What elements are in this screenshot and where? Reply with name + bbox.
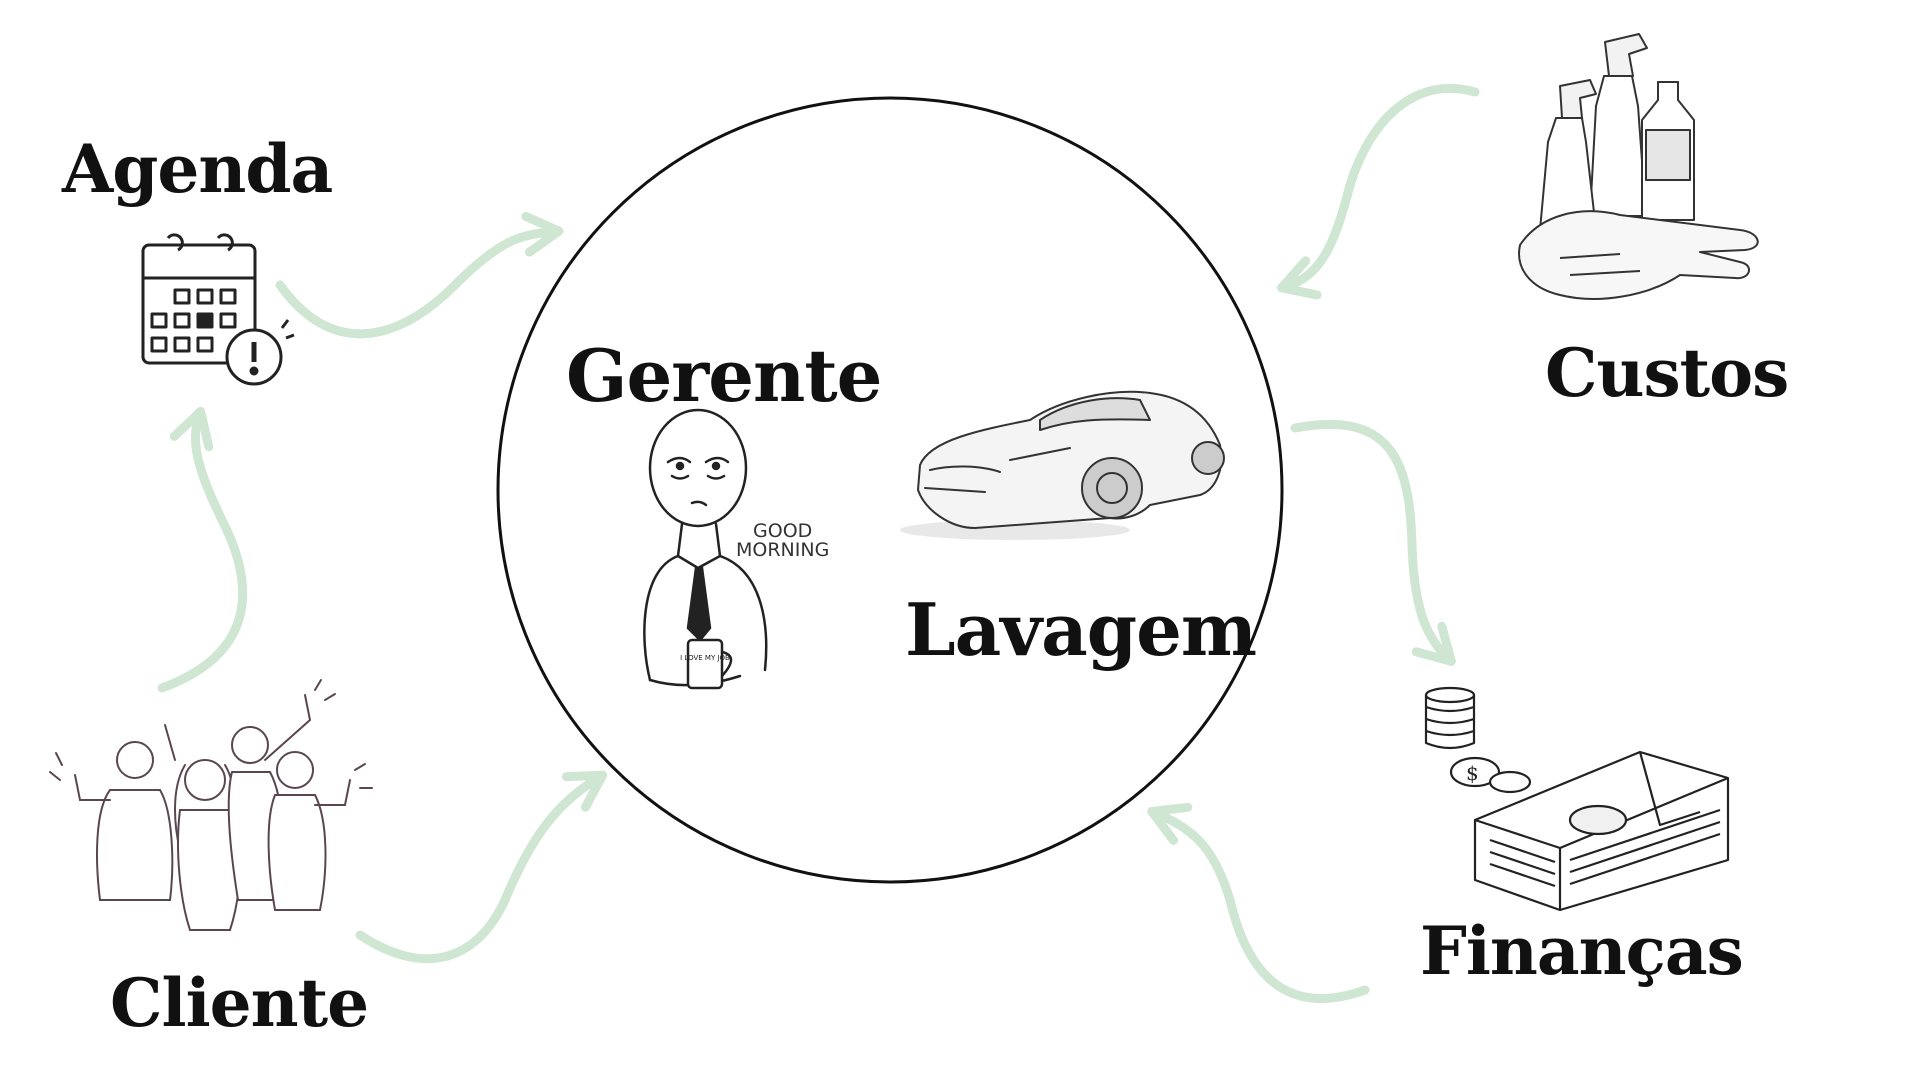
arrow-cliente-to-agenda: [157, 406, 247, 693]
speech-line-2: MORNING: [736, 539, 830, 561]
arrow-center-to-financas: [1290, 419, 1456, 666]
svg-text:$: $: [1466, 761, 1479, 785]
money-stack-illustration: $: [1424, 686, 1730, 912]
arrow-financas-to-center: [1147, 802, 1370, 1003]
label-agenda: Agenda: [62, 130, 333, 208]
mug-text: I LOVE MY JOB: [680, 654, 730, 662]
speech-line-1: GOOD: [753, 520, 813, 542]
arrow-custos-to-center: [1276, 83, 1480, 300]
arrow-agenda-to-center: [275, 211, 564, 339]
label-lavagem: Lavagem: [905, 587, 1257, 672]
manager-speech: GOOD MORNING: [736, 522, 829, 560]
label-gerente: Gerente: [566, 333, 882, 418]
central-circle: [496, 96, 1284, 884]
label-custos: Custos: [1545, 334, 1789, 412]
label-cliente: Cliente: [110, 964, 369, 1042]
calendar-icon: [141, 233, 295, 386]
cleaning-supplies-illustration: [1518, 33, 1759, 300]
arrow-cliente-to-center: [355, 770, 608, 964]
people-cheering-illustration: [49, 679, 373, 931]
label-financas: Finanças: [1420, 912, 1744, 990]
manager-illustration: [643, 408, 768, 690]
car-sketch: [900, 390, 1225, 540]
